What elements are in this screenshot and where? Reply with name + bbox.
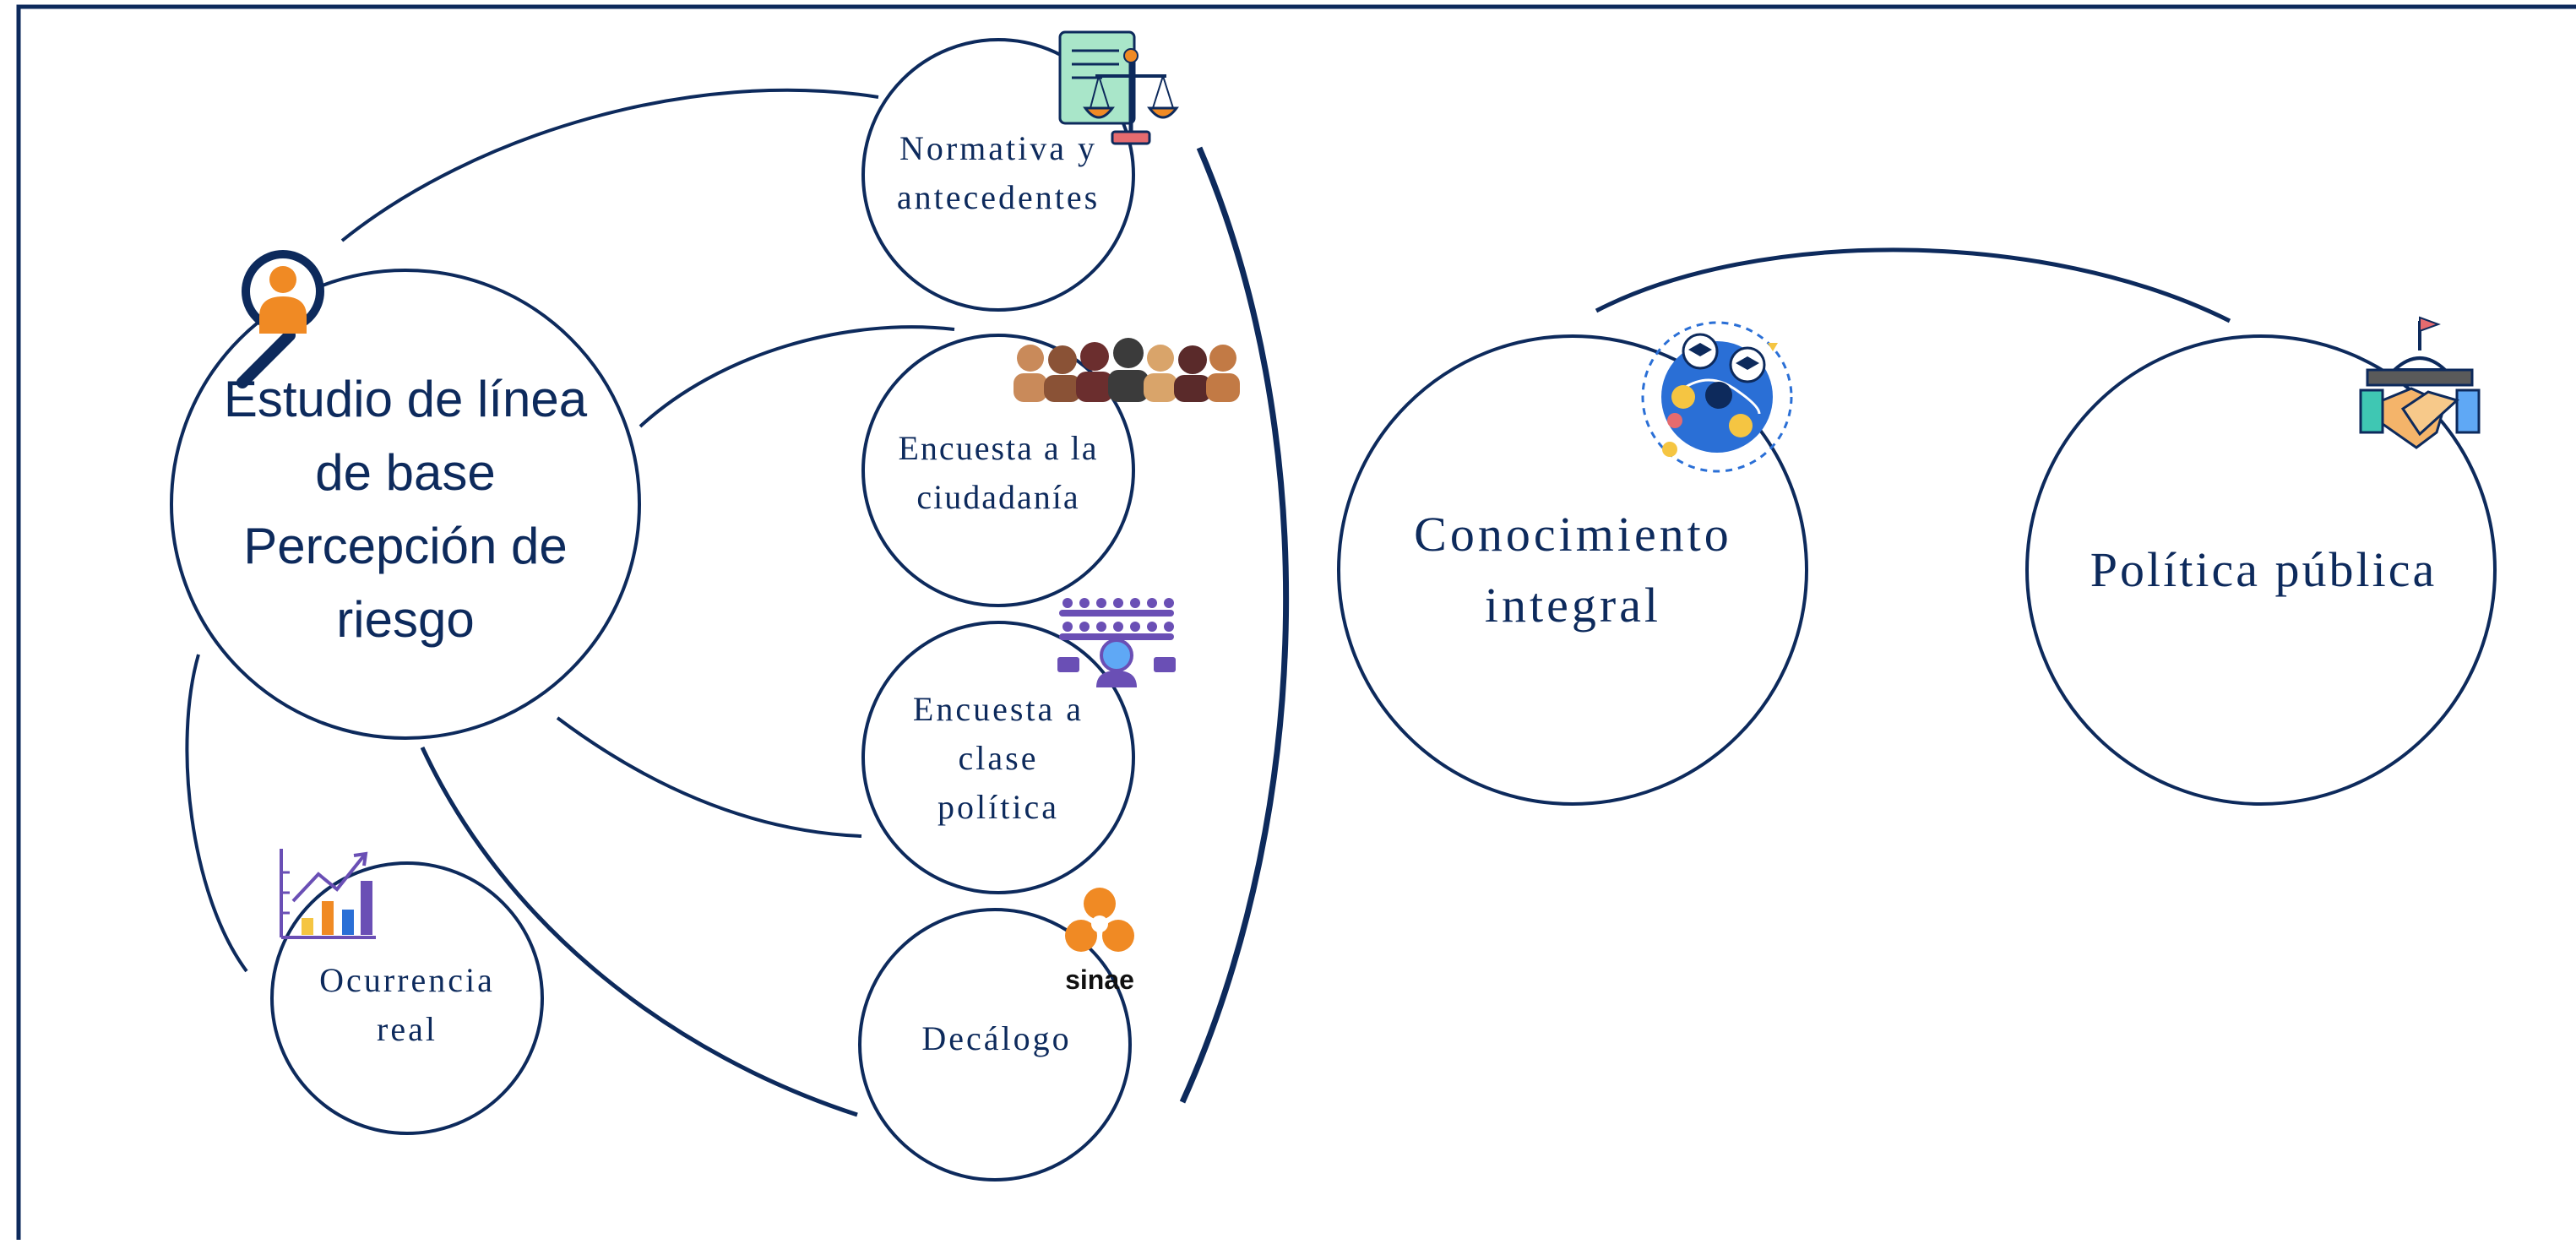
decalogo-label: Decálogo — [921, 1019, 1072, 1057]
connectors — [185, 88, 2231, 1117]
knowledge-globe-icon — [1641, 321, 1793, 473]
bar-chart-trend-icon — [280, 849, 376, 939]
ocurrencia-label: Ocurrencia real — [319, 961, 495, 1048]
arc-right-bracket — [1179, 146, 1290, 1104]
circle-estudio — [170, 269, 641, 740]
arc-estudio-clase — [556, 716, 862, 838]
handshake-government-icon — [2359, 316, 2481, 449]
sinae-logo-icon — [1065, 888, 1134, 952]
arc-estudio-ciudadania — [639, 325, 955, 428]
arc-estudio-normativa — [340, 88, 879, 242]
magnifier-person-icon — [236, 250, 324, 388]
conocimiento-label: Conocimiento integral — [1414, 506, 1732, 633]
encuesta-clase-label: Encuesta a clase política — [912, 689, 1084, 826]
node-circles — [170, 38, 2497, 1182]
normativa-label: Normativa y antecedentes — [896, 129, 1101, 216]
circle-ciudadania — [861, 334, 1135, 607]
circle-decalogo — [858, 908, 1132, 1182]
arc-estudio-decalogo — [420, 746, 858, 1117]
sinae-wordmark: sinae — [1065, 964, 1134, 995]
frame-border — [16, 4, 2576, 1244]
arc-conocimiento-politica — [1595, 247, 2231, 323]
audience-speaker-icon — [1057, 598, 1176, 687]
crowd-icon — [1014, 338, 1240, 402]
circle-ocurrencia — [270, 861, 544, 1135]
encuesta-ciudadania-label: Encuesta a la ciudadanía — [898, 429, 1099, 516]
scales-document-icon — [1058, 30, 1179, 145]
arc-estudio-ocurrencia — [185, 654, 248, 973]
circle-conocimiento — [1337, 334, 1808, 806]
politica-label: Política pública — [2090, 541, 2437, 597]
circle-politica — [2025, 334, 2497, 806]
estudio-label: Estudio de línea de base Percepción de r… — [223, 370, 588, 648]
circle-clase — [861, 621, 1135, 894]
